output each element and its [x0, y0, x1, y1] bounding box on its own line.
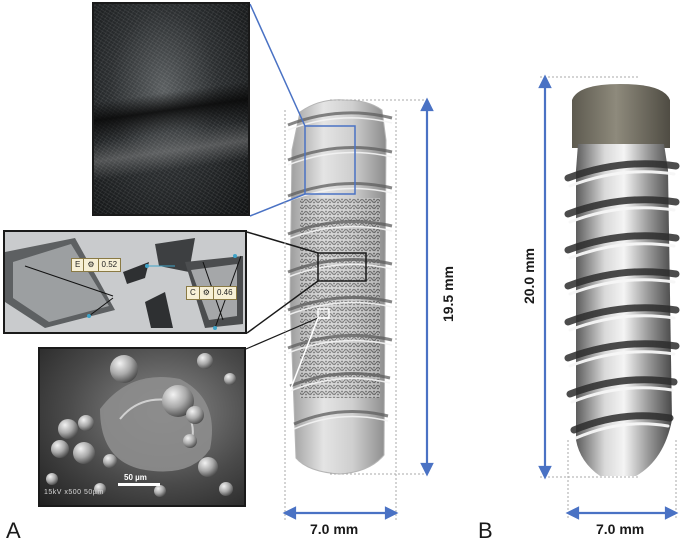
guides-b [540, 76, 677, 520]
dimension-arrow-width-b [565, 506, 679, 520]
width-label-a: 7.0 mm [310, 521, 359, 537]
length-label-a: 19.5 mm [440, 265, 456, 323]
measurement-label-c: C ⚙ 0.46 [186, 286, 237, 300]
sem-footer-text: 15kV x500 50µm [44, 489, 104, 496]
callout-box-top [304, 125, 356, 195]
leader-bottom-1 [245, 317, 319, 350]
measurement-label-e: E ⚙ 0.52 [71, 258, 122, 272]
measurement-value: 0.46 [216, 288, 233, 297]
leader-middle-2 [246, 280, 319, 334]
sem-particles [46, 353, 236, 497]
callout-box-bottom [317, 308, 330, 319]
sem-scale-label: 50 µm [124, 473, 147, 482]
panel-label-a: A [6, 518, 21, 543]
measurement-key: E [72, 259, 85, 271]
printed-screw [287, 99, 393, 475]
guides-a [284, 99, 430, 520]
leader-top-1 [249, 3, 306, 127]
ct-measurement-inset: E ⚙ 0.52 C ⚙ 0.46 [3, 230, 247, 334]
optical-micrograph-inset [92, 2, 250, 216]
measurement-key: C [187, 287, 200, 299]
callout-box-middle [317, 252, 367, 282]
dimension-arrow-length-a [420, 97, 434, 477]
dimension-arrow-length-b [538, 74, 552, 480]
width-label-b: 7.0 mm [596, 521, 645, 537]
sem-scale-bar [118, 483, 160, 486]
gear-icon: ⚙ [84, 259, 99, 271]
machined-screw [564, 84, 680, 476]
gear-icon: ⚙ [200, 287, 214, 299]
panel-label-b: B [478, 518, 493, 543]
ct-geometry [5, 238, 243, 330]
length-label-b: 20.0 mm [521, 247, 537, 305]
leader-top-2 [249, 193, 306, 217]
leader-bottom-2 [245, 317, 319, 506]
sem-micrograph-inset: 50 µm 15kV x500 50µm [38, 347, 246, 507]
measurement-value: 0.52 [101, 260, 118, 269]
dimension-arrow-width-a [282, 506, 399, 520]
leader-middle-1 [246, 231, 319, 254]
